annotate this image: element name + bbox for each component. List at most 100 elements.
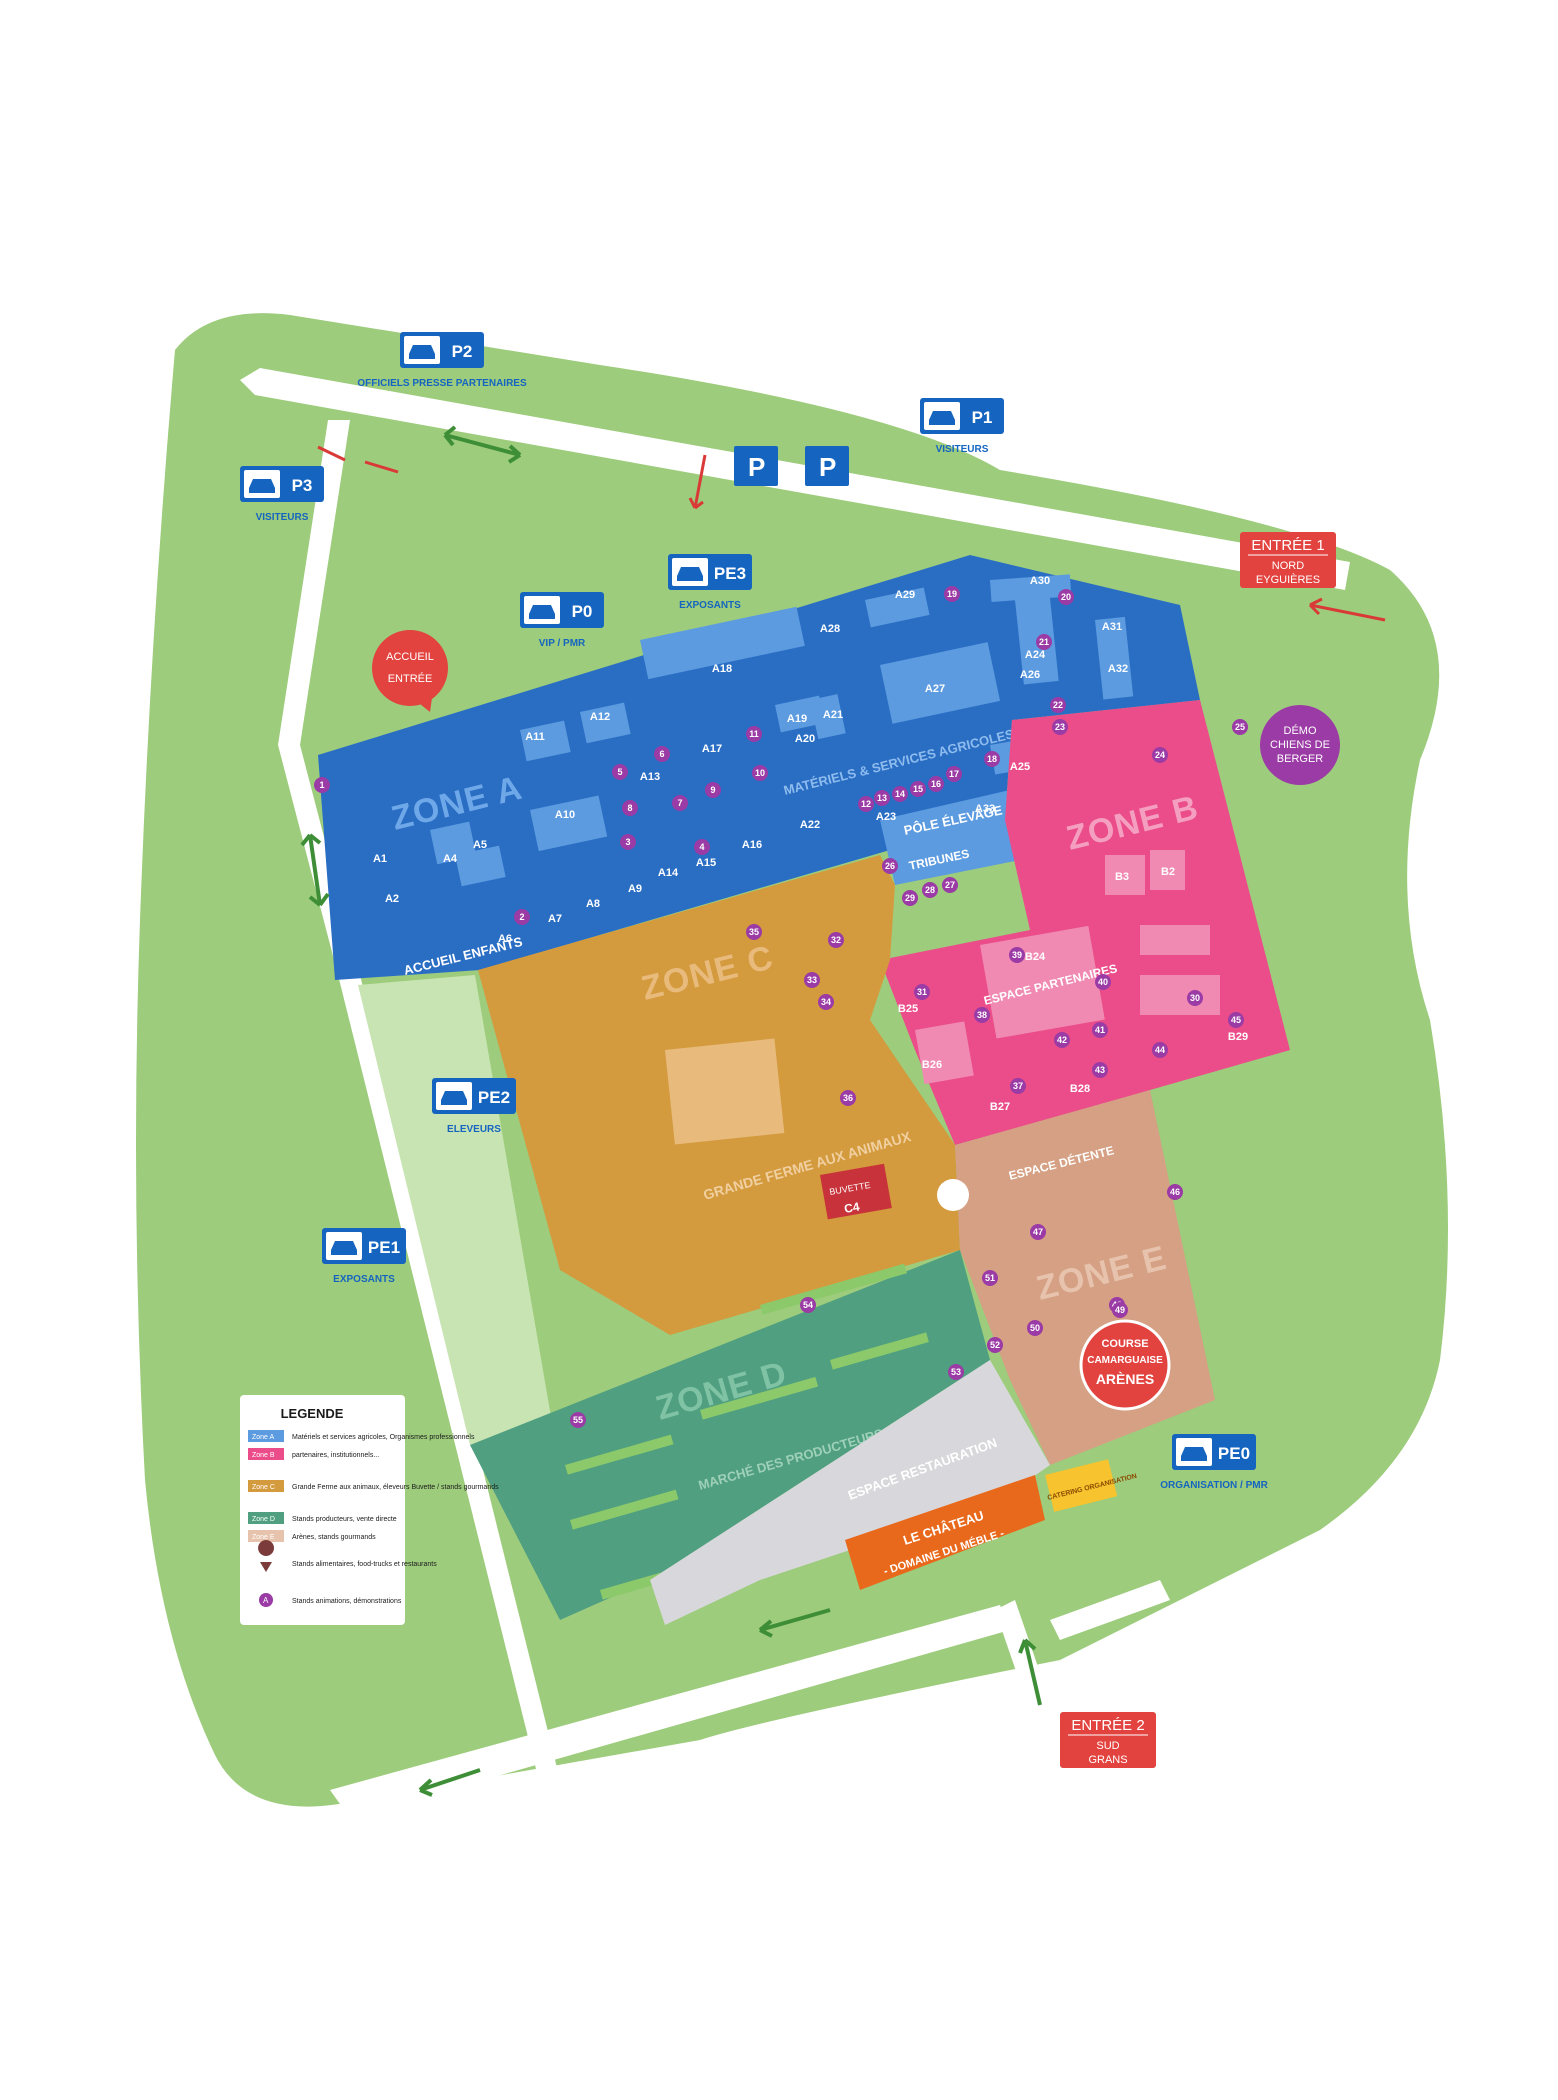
- animation-pin-28[interactable]: 28: [922, 882, 938, 898]
- animation-pin-43[interactable]: 43: [1092, 1062, 1108, 1078]
- accueil-bubble[interactable]: [372, 630, 448, 712]
- animation-pin-9[interactable]: 9: [705, 782, 721, 798]
- animation-pin-29[interactable]: 29: [902, 890, 918, 906]
- stand-a31[interactable]: A31: [1102, 621, 1122, 633]
- demo-bubble[interactable]: [1260, 705, 1340, 785]
- stand-a24[interactable]: A24: [1025, 649, 1046, 661]
- animation-pin-54[interactable]: 54: [800, 1297, 816, 1313]
- stand-a22[interactable]: A22: [800, 819, 820, 831]
- animation-pin-12[interactable]: 12: [858, 796, 874, 812]
- stand-b27[interactable]: B27: [990, 1101, 1010, 1113]
- animation-pin-21[interactable]: 21: [1036, 634, 1052, 650]
- animation-pin-1[interactable]: 1: [314, 777, 330, 793]
- animation-pin-17[interactable]: 17: [946, 766, 962, 782]
- stand-a17[interactable]: A17: [702, 743, 722, 755]
- stand-a23[interactable]: A23: [876, 811, 896, 823]
- stand-b3[interactable]: B3: [1115, 871, 1129, 883]
- animation-pin-41[interactable]: 41: [1092, 1022, 1108, 1038]
- stand-a28[interactable]: A28: [820, 623, 840, 635]
- animation-pin-40[interactable]: 40: [1095, 974, 1111, 990]
- animation-pin-22[interactable]: 22: [1050, 697, 1066, 713]
- stand-a7[interactable]: A7: [548, 913, 562, 925]
- animation-pin-38[interactable]: 38: [974, 1007, 990, 1023]
- stand-b29[interactable]: B29: [1228, 1031, 1248, 1043]
- stand-a21[interactable]: A21: [823, 709, 843, 721]
- animation-pin-7[interactable]: 7: [672, 795, 688, 811]
- animation-pin-45[interactable]: 45: [1228, 1012, 1244, 1028]
- animation-pin-36[interactable]: 36: [840, 1090, 856, 1106]
- animation-pin-2[interactable]: 2: [514, 909, 530, 925]
- stand-a11[interactable]: A11: [525, 731, 545, 743]
- animation-pin-5[interactable]: 5: [612, 764, 628, 780]
- animation-pin-52[interactable]: 52: [987, 1337, 1003, 1353]
- stand-a8[interactable]: A8: [586, 898, 600, 910]
- animation-pin-25[interactable]: 25: [1232, 719, 1248, 735]
- stand-a13[interactable]: A13: [640, 771, 660, 783]
- animation-pin-6[interactable]: 6: [654, 746, 670, 762]
- stand-a6[interactable]: A6: [498, 933, 512, 945]
- stand-a10[interactable]: A10: [555, 809, 575, 821]
- stand-a26[interactable]: A26: [1020, 669, 1040, 681]
- animation-pin-24[interactable]: 24: [1152, 747, 1168, 763]
- stand-a25[interactable]: A25: [1010, 761, 1030, 773]
- animation-pin-11[interactable]: 11: [746, 726, 762, 742]
- animation-pin-39[interactable]: 39: [1009, 947, 1025, 963]
- animation-pin-49[interactable]: 49: [1112, 1302, 1128, 1318]
- stand-a30[interactable]: A30: [1030, 575, 1050, 587]
- stand-a16[interactable]: A16: [742, 839, 762, 851]
- animation-pin-16[interactable]: 16: [928, 776, 944, 792]
- animation-pin-53[interactable]: 53: [948, 1364, 964, 1380]
- stand-a32[interactable]: A32: [1108, 663, 1128, 675]
- animation-pin-18[interactable]: 18: [984, 751, 1000, 767]
- animation-pin-15[interactable]: 15: [910, 781, 926, 797]
- animation-pin-20[interactable]: 20: [1058, 589, 1074, 605]
- stand-a1[interactable]: A1: [373, 853, 387, 865]
- animation-pin-44[interactable]: 44: [1152, 1042, 1168, 1058]
- stand-b25[interactable]: B25: [898, 1003, 918, 1015]
- stand-a27[interactable]: A27: [925, 683, 945, 695]
- animation-pin-34[interactable]: 34: [818, 994, 834, 1010]
- animation-pin-50[interactable]: 50: [1027, 1320, 1043, 1336]
- animation-pin-35[interactable]: 35: [746, 924, 762, 940]
- stand-a5[interactable]: A5: [473, 839, 487, 851]
- stand-a9[interactable]: A9: [628, 883, 642, 895]
- chateau-block[interactable]: [845, 1475, 1045, 1590]
- animation-pin-37[interactable]: 37: [1010, 1078, 1026, 1094]
- animation-pin-3[interactable]: 3: [620, 834, 636, 850]
- animation-pin-55[interactable]: 55: [570, 1412, 586, 1428]
- animation-pin-47[interactable]: 47: [1030, 1224, 1046, 1240]
- stand-b2[interactable]: B2: [1161, 866, 1175, 878]
- stand-a4[interactable]: A4: [443, 853, 458, 865]
- stand-a15[interactable]: A15: [696, 857, 716, 869]
- arenes-circle[interactable]: [1079, 1319, 1171, 1411]
- stand-a2[interactable]: A2: [385, 893, 399, 905]
- animation-pin-33[interactable]: 33: [804, 972, 820, 988]
- animation-pin-13[interactable]: 13: [874, 790, 890, 806]
- stand-b26[interactable]: B26: [922, 1059, 942, 1071]
- stand-a20[interactable]: A20: [795, 733, 815, 745]
- animation-pin-8[interactable]: 8: [622, 800, 638, 816]
- stand-a29[interactable]: A29: [895, 589, 915, 601]
- animation-pin-23[interactable]: 23: [1052, 719, 1068, 735]
- stand-a18[interactable]: A18: [712, 663, 732, 675]
- animation-pin-51[interactable]: 51: [982, 1270, 998, 1286]
- animation-pin-46[interactable]: 46: [1167, 1184, 1183, 1200]
- animation-pin-32[interactable]: 32: [828, 932, 844, 948]
- stand-b28[interactable]: B28: [1070, 1083, 1090, 1095]
- animation-pin-30[interactable]: 30: [1187, 990, 1203, 1006]
- stand-a33[interactable]: A33: [975, 803, 995, 815]
- animation-pin-10[interactable]: 10: [752, 765, 768, 781]
- animation-pin-14[interactable]: 14: [892, 786, 908, 802]
- stand-a14[interactable]: A14: [658, 867, 679, 879]
- animation-pin-19[interactable]: 19: [944, 586, 960, 602]
- stand-a19[interactable]: A19: [787, 713, 807, 725]
